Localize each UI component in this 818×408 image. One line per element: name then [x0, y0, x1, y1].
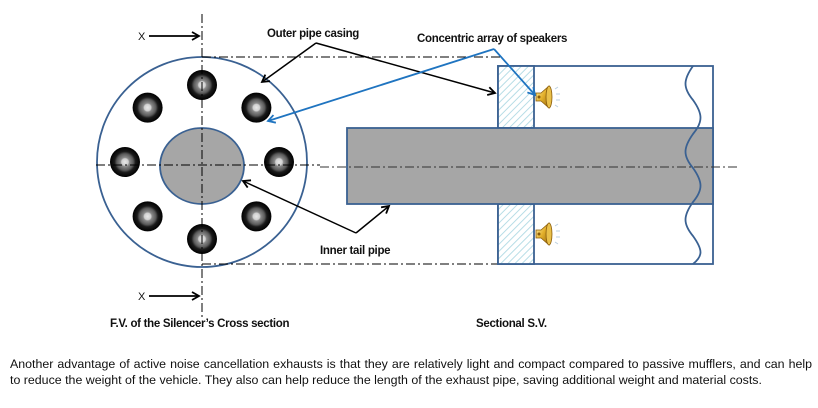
leader-inner-pipe-front: [241, 179, 357, 234]
section-marker-bottom-label: X: [138, 291, 146, 303]
caption-paragraph: Another advantage of active noise cancel…: [10, 357, 812, 387]
front-speaker: [264, 147, 294, 177]
section-marker-bottom: X: [138, 291, 201, 303]
front-speaker: [110, 147, 140, 177]
break-line: [684, 65, 702, 265]
label-concentric-array: Concentric array of speakers: [417, 33, 567, 45]
label-front-view-caption: F.V. of the Silencer’s Cross section: [110, 318, 290, 330]
speaker-icon: [535, 222, 560, 246]
front-speaker: [241, 201, 272, 232]
side-speakers: [535, 85, 560, 246]
section-marker-top: X: [138, 31, 201, 43]
inner-tail-pipe-rect: [346, 127, 714, 205]
silencer-diagram: X X Outer pipe casing Concentric array o…: [96, 14, 740, 330]
leader-speaker-side: [493, 48, 537, 97]
leader-inner-pipe-side: [355, 204, 391, 234]
speaker-mount-bottom: [497, 203, 535, 265]
front-speaker: [132, 201, 163, 232]
label-side-view-caption: Sectional S.V.: [476, 318, 547, 330]
leader-outer-casing-front: [260, 42, 317, 84]
front-speaker: [132, 92, 163, 123]
label-outer-pipe-casing: Outer pipe casing: [267, 28, 359, 40]
label-inner-tail-pipe: Inner tail pipe: [320, 245, 390, 257]
leader-speaker-front: [266, 48, 495, 124]
side-view-section: [320, 65, 740, 265]
section-marker-top-label: X: [138, 31, 146, 43]
speaker-mount-top: [497, 65, 535, 129]
front-speaker: [241, 92, 272, 123]
front-view-cross-section: [96, 14, 320, 318]
speaker-icon: [535, 85, 560, 109]
leader-outer-casing-side: [315, 42, 497, 96]
